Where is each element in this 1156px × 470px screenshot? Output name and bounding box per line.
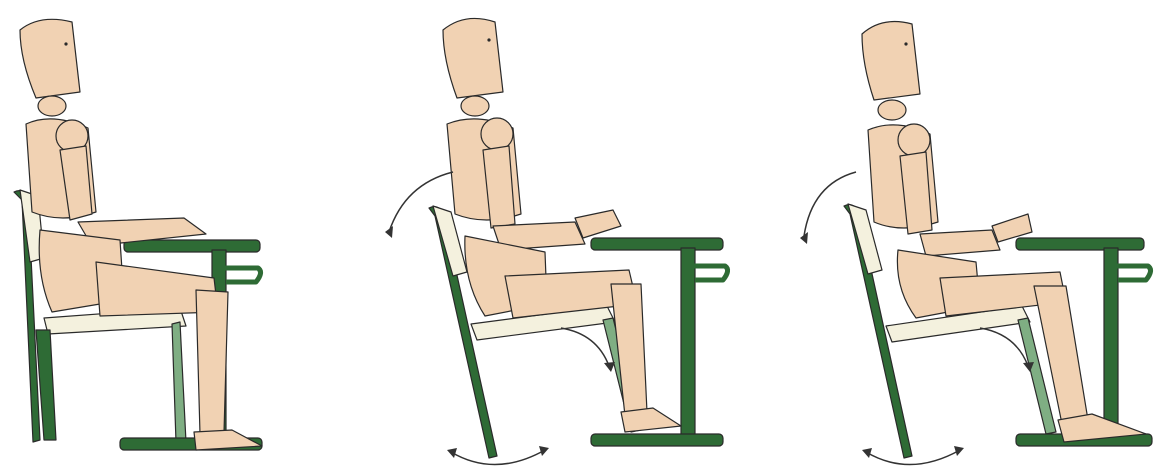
mannequin-neck bbox=[461, 96, 489, 116]
rock-arrow-floor-icon bbox=[866, 450, 960, 465]
mannequin-head bbox=[862, 22, 920, 100]
figure-slumped bbox=[770, 0, 1155, 470]
mannequin-forearm bbox=[920, 230, 1000, 256]
mannequin-shin bbox=[196, 290, 228, 434]
mannequin-foot bbox=[621, 408, 681, 432]
desk-top bbox=[124, 240, 260, 252]
panel-reclined-sitting bbox=[385, 0, 770, 470]
mannequin-foot bbox=[194, 430, 262, 450]
chair-front-leg bbox=[172, 322, 186, 442]
mannequin-shoulder bbox=[481, 118, 513, 150]
desk-column bbox=[1104, 248, 1118, 438]
rock-arrow-floor-icon bbox=[451, 450, 545, 465]
figure-upright bbox=[0, 0, 385, 470]
mannequin-head bbox=[20, 19, 80, 98]
mannequin-shoulder bbox=[898, 124, 930, 156]
rock-arrow-seat-icon bbox=[561, 328, 609, 366]
mannequin-head bbox=[443, 18, 503, 98]
desk-foot bbox=[591, 434, 723, 446]
mannequin-eye bbox=[487, 38, 490, 41]
arrowhead-seat-icon bbox=[604, 362, 615, 372]
arrowhead-back-icon bbox=[385, 226, 393, 238]
arrowhead-floor-right-icon bbox=[954, 446, 964, 456]
figure-reclined bbox=[385, 0, 770, 470]
mannequin-hand bbox=[575, 210, 621, 238]
arrowhead-floor-left-icon bbox=[862, 448, 872, 458]
desk-top bbox=[1016, 238, 1144, 250]
panel-upright-sitting bbox=[0, 0, 385, 470]
mannequin-eye bbox=[64, 42, 67, 45]
panel-slumped-sitting bbox=[770, 0, 1155, 470]
mannequin-neck bbox=[38, 96, 66, 116]
mannequin-neck bbox=[878, 100, 906, 120]
desk-top bbox=[591, 238, 723, 250]
arrowhead-floor-left-icon bbox=[447, 448, 457, 458]
desk-column bbox=[681, 248, 695, 438]
mannequin-eye bbox=[904, 42, 907, 45]
arrowhead-floor-right-icon bbox=[539, 446, 549, 456]
